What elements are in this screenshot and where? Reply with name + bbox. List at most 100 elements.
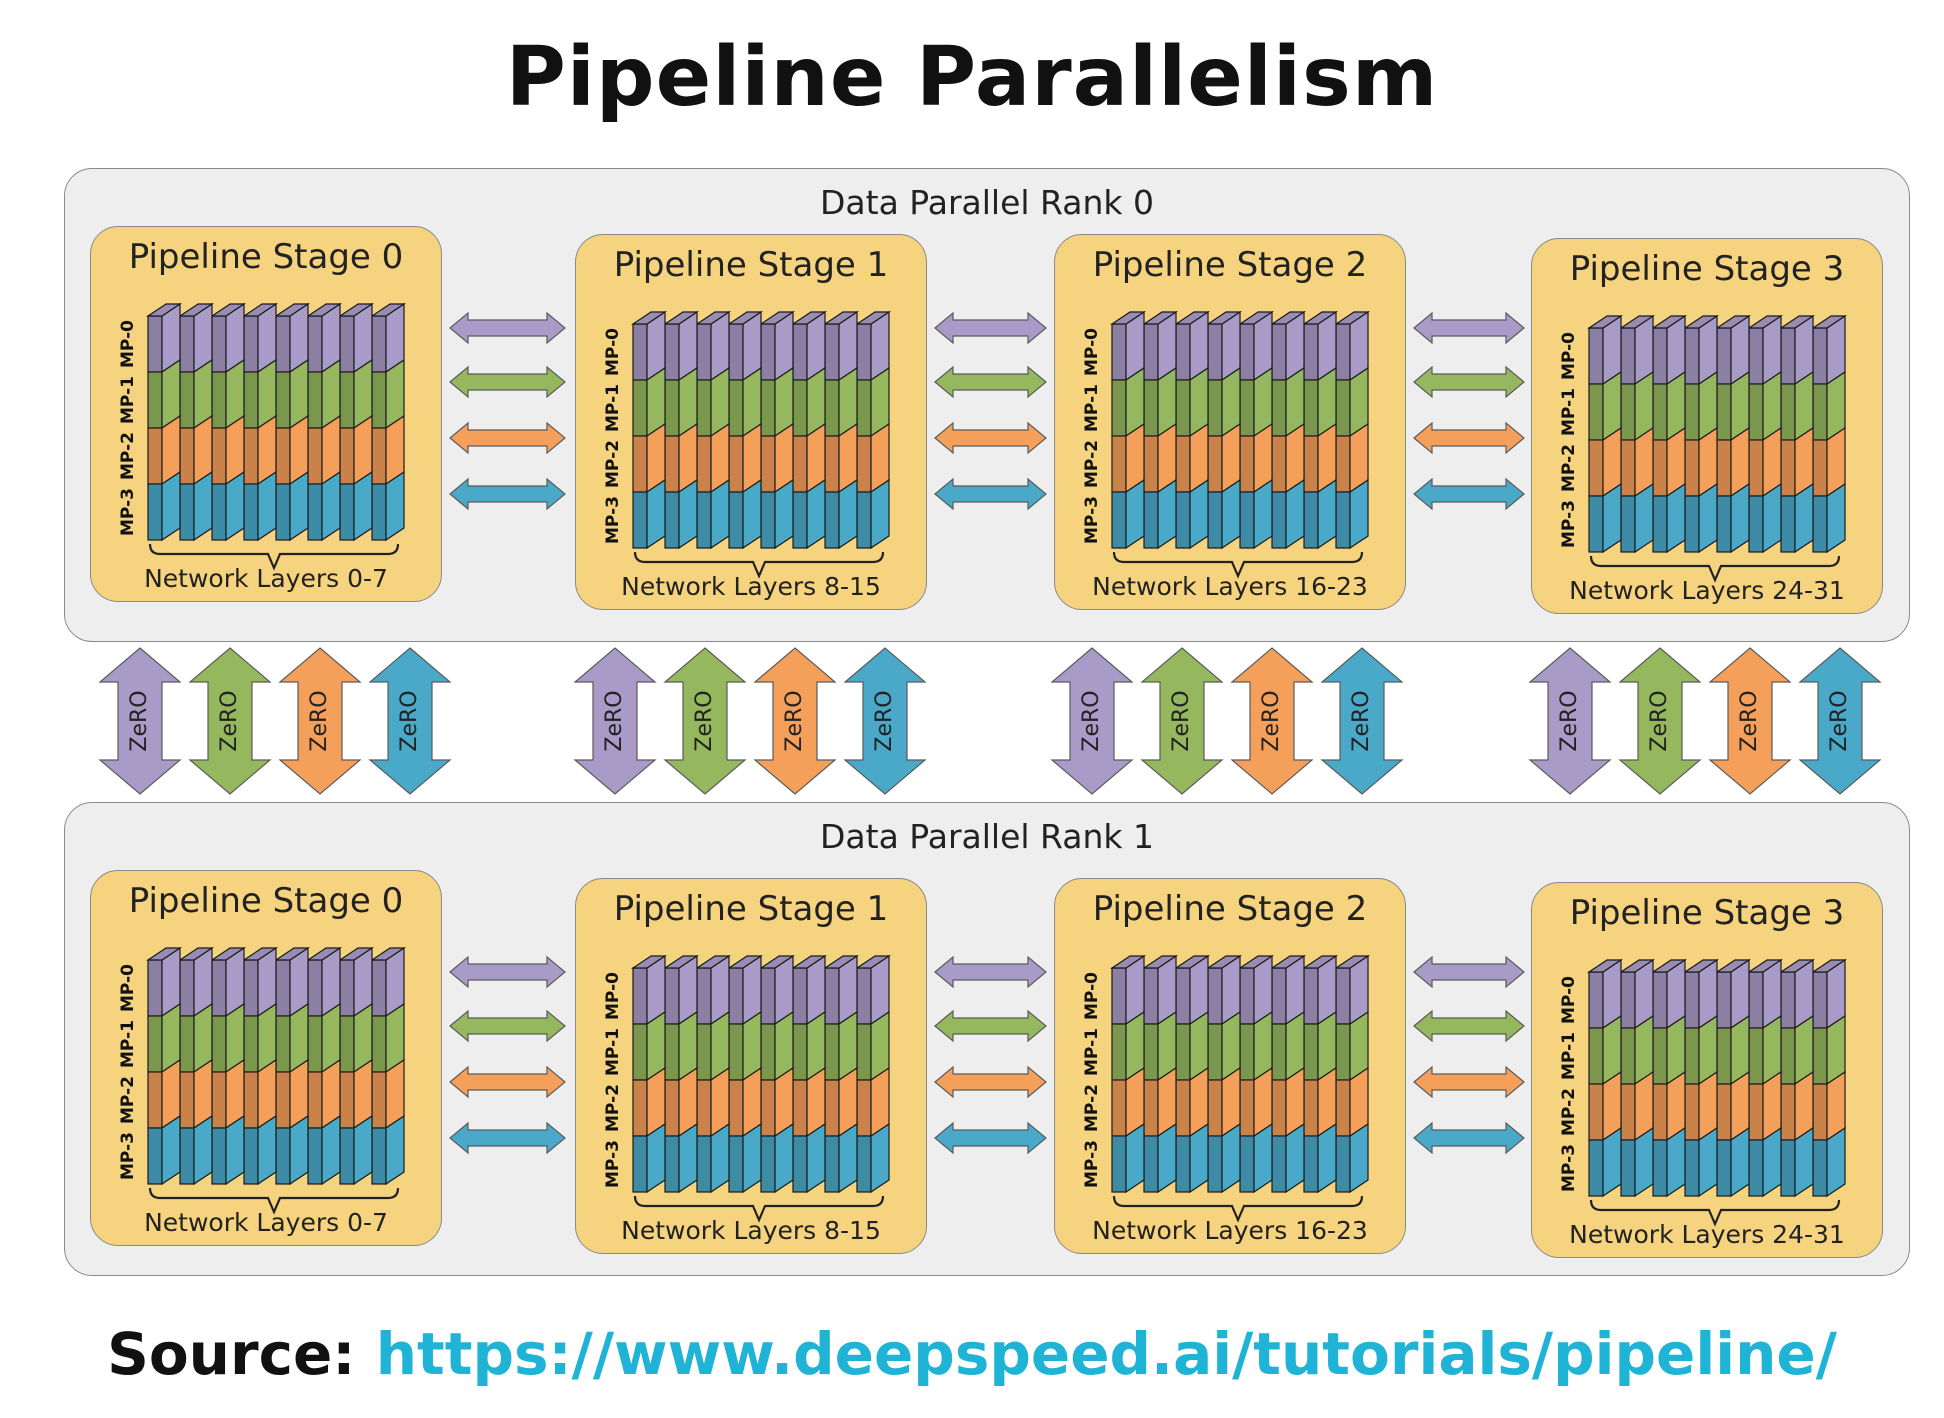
layer-front-mp2 [1748,439,1764,497]
layer-front-mp2 [696,435,712,493]
mp-label: MP-1 [603,1028,623,1076]
stage-layers-label: Network Layers 8-15 [621,1216,881,1245]
layer-front-mp0 [307,315,323,373]
layer-top [1651,959,1687,973]
layer-front-mp0 [1812,327,1828,385]
layer-front-mp0 [1748,327,1764,385]
layer-top [370,947,406,961]
layer-top [178,947,214,961]
layer-front-mp2 [1271,1079,1287,1137]
stage-title: Pipeline Stage 0 [128,881,404,921]
layer-front-mp2 [1716,439,1732,497]
layer-front-mp3 [1143,491,1159,549]
layer-front-mp3 [1335,1135,1351,1193]
layer-front-mp1 [339,371,355,429]
mp-label: MP-0 [118,320,138,368]
layer-front-mp3 [211,483,227,541]
layer-front-mp0 [339,315,355,373]
layer-front-mp1 [1652,1027,1668,1085]
layer-side-mp3 [225,1114,245,1186]
layer-front-mp2 [1207,1079,1223,1137]
layer-front-mp3 [728,1135,744,1193]
layer-front-mp0 [1303,967,1319,1025]
layer-front-mp0 [760,967,776,1025]
zero-label: ZeRO [692,690,717,751]
layer-front-mp2 [371,1071,387,1129]
stage-layers-label: Network Layers 16-23 [1092,572,1368,601]
pipeline-transfer-arrow [449,1065,566,1099]
layer-front-mp2 [339,1071,355,1129]
layer-front-mp0 [339,959,355,1017]
pipeline-transfer-arrow [934,1121,1047,1155]
layer-top [1270,311,1306,325]
layer-front-mp3 [632,1135,648,1193]
layer-top [1238,955,1274,969]
mp-label: MP-0 [118,964,138,1012]
layer-top [1174,955,1210,969]
layer-top [631,955,667,969]
zero-label: ZeRO [127,690,152,751]
layer-top [1142,311,1178,325]
rank-label: Data Parallel Rank 0 [820,183,1154,222]
layer-front-mp2 [856,1079,872,1137]
layer-front-mp3 [792,1135,808,1193]
layer-front-mp0 [275,315,291,373]
layer-front-mp1 [632,379,648,437]
layer-top [855,311,891,325]
layer-side-mp3 [1794,1126,1814,1198]
layer-front-mp3 [1303,491,1319,549]
layer-front-mp2 [179,427,195,485]
stage-layers-label: Network Layers 24-31 [1569,1220,1845,1249]
layer-front-mp0 [1620,971,1636,1029]
pipeline-transfer-arrow [934,365,1047,399]
pipeline-transfer-arrow [934,421,1047,455]
layer-side-mp3 [1317,478,1337,550]
layer-side-mp3 [1253,478,1273,550]
layer-front-mp3 [1620,1139,1636,1197]
layer-front-mp0 [1271,967,1287,1025]
layer-front-mp1 [243,1015,259,1073]
pipeline-transfer-arrow [449,365,566,399]
pipeline-transfer-arrow [934,1009,1047,1043]
layer-front-mp1 [1239,1023,1255,1081]
layer-top [1110,955,1146,969]
layer-front-mp3 [179,1127,195,1185]
layer-front-mp0 [179,315,195,373]
layer-front-mp1 [307,371,323,429]
layer-side-mp3 [385,1114,405,1186]
layer-top [1747,959,1783,973]
layer-top [1587,315,1623,329]
layer-top [1779,315,1815,329]
zero-label: ZeRO [397,690,422,751]
pipeline-transfer-arrow [449,1009,566,1043]
zero-arrow [1708,647,1792,795]
source-link[interactable]: https://www.deepspeed.ai/tutorials/pipel… [375,1320,1837,1388]
layer-front-mp3 [275,1127,291,1185]
layer-front-mp2 [664,435,680,493]
layer-side-mp3 [193,1114,213,1186]
layer-top [306,303,342,317]
layer-front-mp3 [1143,1135,1159,1193]
layer-top [791,955,827,969]
mp-label: MP-0 [603,328,623,376]
layer-stack: MP-0MP-1MP-2MP-3 [603,310,891,579]
layer-front-mp3 [243,1127,259,1185]
layer-front-mp1 [1111,379,1127,437]
zero-label: ZeRO [1647,690,1672,751]
layer-front-mp0 [1652,971,1668,1029]
layer-side-mp3 [257,470,277,542]
layers-bracket [633,1195,885,1223]
layer-front-mp0 [792,967,808,1025]
layer-side-mp3 [1221,478,1241,550]
layer-side-mp3 [1634,1126,1654,1198]
pipeline-transfer-arrow [934,311,1047,345]
layer-front-mp3 [1588,495,1604,553]
mp-label: MP-2 [603,1084,623,1132]
layer-top [146,947,182,961]
layer-front-mp2 [1111,1079,1127,1137]
layer-side-mp3 [1189,478,1209,550]
layer-front-mp0 [371,959,387,1017]
pipeline-transfer-arrow [1413,311,1525,345]
layer-front-mp2 [824,1079,840,1137]
layer-front-mp3 [760,491,776,549]
